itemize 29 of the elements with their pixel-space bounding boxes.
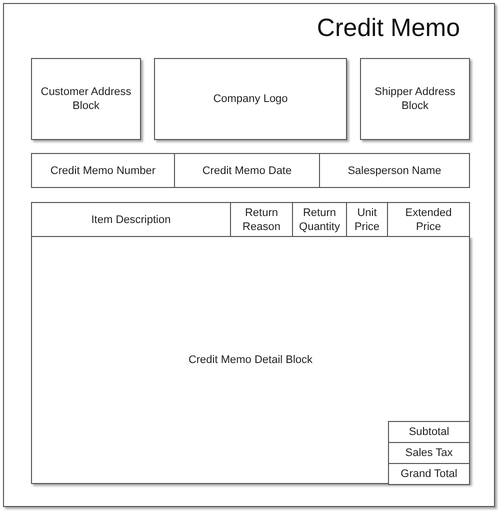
field-label: Shipper Address Block	[374, 85, 456, 113]
field-label: Credit Memo Detail Block	[187, 353, 314, 367]
field-box	[387, 202, 470, 237]
field-label: Extended Price	[404, 206, 453, 234]
field-box	[31, 202, 231, 237]
field-box	[154, 58, 347, 140]
field-box	[31, 153, 175, 188]
field-box	[388, 442, 470, 464]
field-box	[31, 58, 141, 140]
field-box	[388, 463, 470, 485]
form-title: Credit Memo	[316, 14, 460, 43]
field-label: Subtotal	[408, 425, 450, 439]
field-label: Credit Memo Number	[49, 164, 157, 178]
field-label: Item Description	[90, 212, 172, 226]
field-label: Sales Tax	[404, 446, 454, 460]
field-label: Grand Total	[400, 467, 458, 481]
field-label: Return Reason	[242, 206, 282, 234]
detail-block	[31, 236, 470, 484]
field-box	[388, 421, 470, 443]
field-label: Customer Address Block	[40, 85, 132, 113]
field-box	[360, 58, 470, 140]
field-label: Credit Memo Date	[201, 164, 293, 178]
form-page	[3, 3, 495, 507]
field-box	[174, 153, 320, 188]
field-label: Unit Price	[353, 206, 381, 234]
field-label: Company Logo	[212, 92, 289, 106]
field-box	[319, 153, 470, 188]
field-label: Return Quantity	[298, 206, 341, 234]
field-label: Salesperson Name	[346, 164, 442, 178]
